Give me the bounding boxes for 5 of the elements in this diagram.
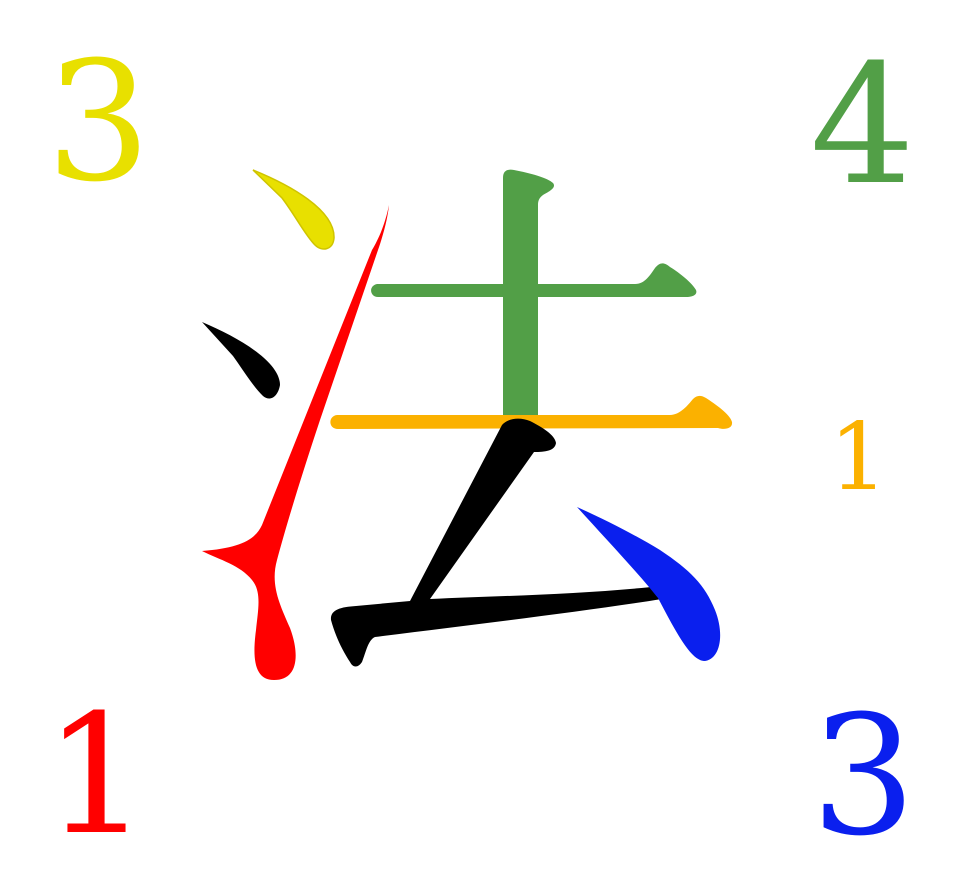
corner-number: 3 xyxy=(811,702,916,850)
corner-number: 3 xyxy=(46,48,151,196)
extra-number: 1 xyxy=(829,416,888,500)
corner-number: 1 xyxy=(44,701,149,850)
corner-number: 4 xyxy=(810,51,915,200)
